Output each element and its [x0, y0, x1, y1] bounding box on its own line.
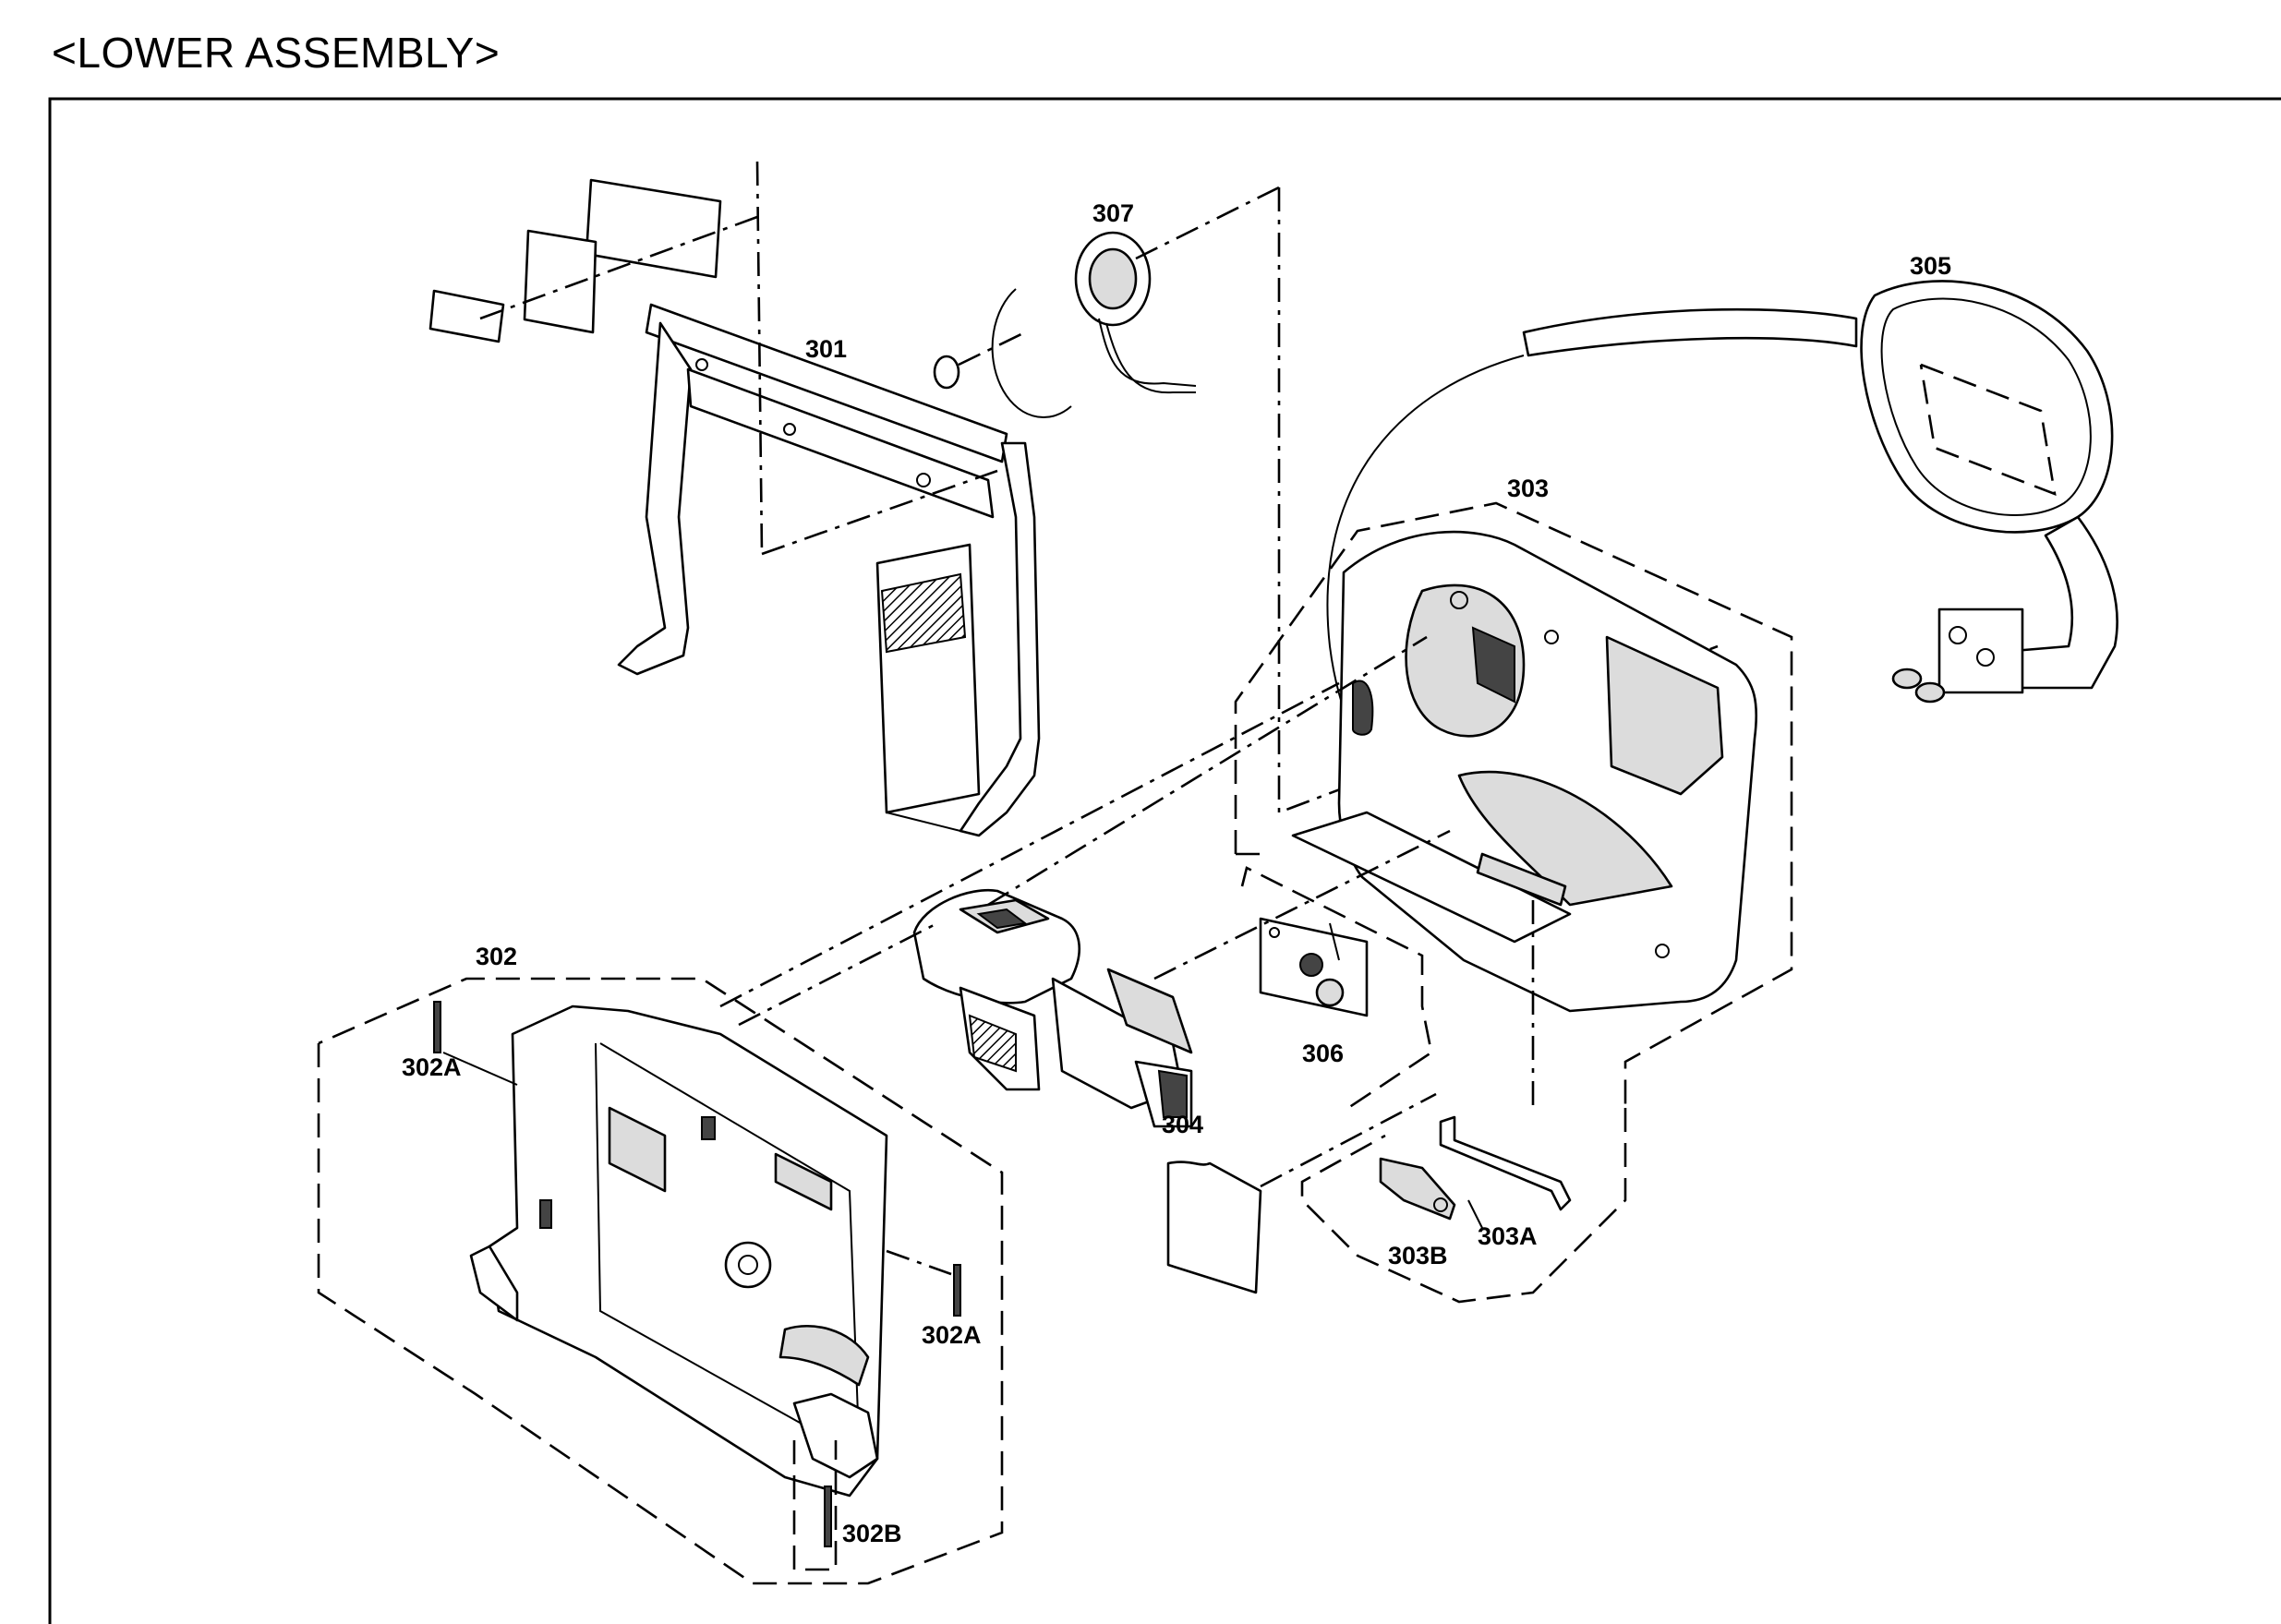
part-304-holder	[912, 635, 1451, 1128]
page-title: <LOWER ASSEMBLY>	[52, 29, 501, 77]
part-302-chassis	[317, 681, 1340, 1585]
part-label-302B: 302B	[842, 1520, 902, 1547]
part-label-303: 303	[1507, 475, 1549, 502]
part-label-303B: 303B	[1388, 1242, 1448, 1269]
part-label-307: 307	[1092, 199, 1134, 227]
part-303AB-sub	[1300, 1108, 1627, 1304]
part-301-bracket	[428, 161, 1041, 837]
part-305-strap	[1326, 280, 2118, 721]
part-label-302A-left: 302A	[402, 1053, 462, 1081]
part-label-301: 301	[805, 335, 847, 363]
label-sheet	[1166, 1092, 1437, 1294]
part-label-303A: 303A	[1478, 1222, 1538, 1250]
part-label-302A-right: 302A	[922, 1321, 982, 1349]
part-label-304: 304	[1162, 1111, 1203, 1138]
part-label-302: 302	[476, 943, 517, 970]
part-label-306: 306	[1302, 1040, 1344, 1067]
part-label-305: 305	[1910, 252, 1951, 280]
drawing-frame	[48, 97, 2281, 1624]
part-306-board	[1240, 866, 1433, 1111]
part-303-case	[1234, 501, 1793, 1108]
